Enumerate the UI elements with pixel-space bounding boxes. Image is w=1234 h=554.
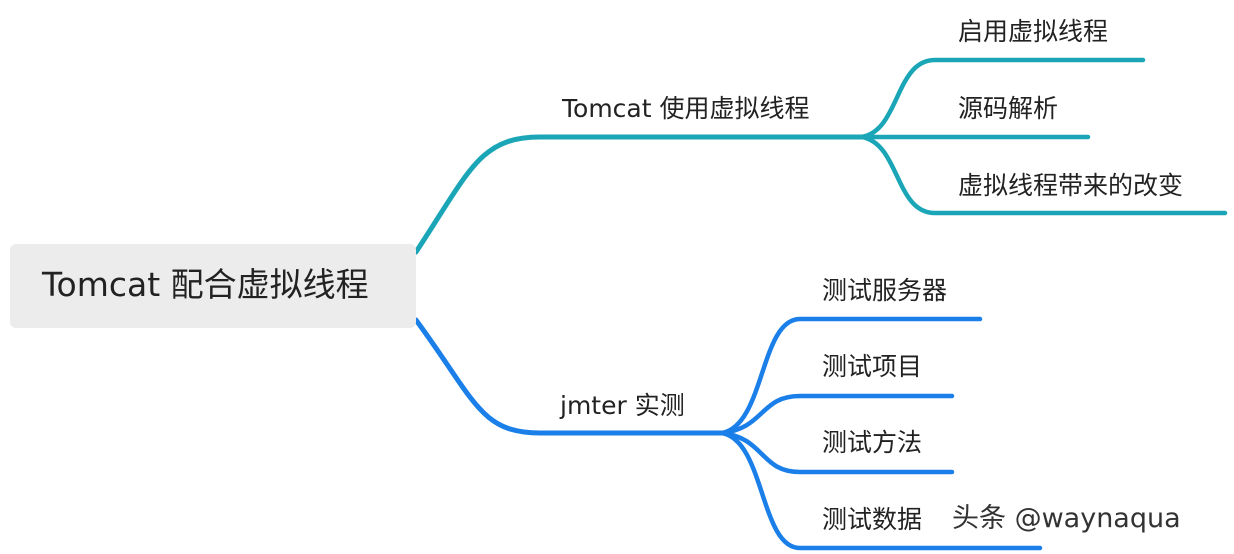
leaf-node[interactable]: 源码解析 xyxy=(958,94,1059,123)
leaf-node[interactable]: 启用虚拟线程 xyxy=(958,17,1109,46)
connector-jmter-to-leaf-4 xyxy=(719,430,1043,551)
leaf-node[interactable]: 虚拟线程带来的改变 xyxy=(958,171,1184,200)
connector-tomcat-to-leaf-3 xyxy=(859,134,1228,216)
root-node[interactable] xyxy=(10,244,416,328)
connector-jmter-to-leaf-1 xyxy=(719,316,983,436)
leaf-node[interactable]: 测试数据 xyxy=(822,505,923,534)
leaf-node[interactable]: 测试方法 xyxy=(822,428,923,457)
branch-node-jmter[interactable]: jmter 实测 xyxy=(560,391,685,420)
connector-jmter-to-leaf-2 xyxy=(719,393,955,436)
connector-jmter-to-leaf-3 xyxy=(719,430,955,475)
leaf-node[interactable]: 测试服务器 xyxy=(822,276,948,305)
connector-root-to-branch-tomcat xyxy=(413,134,869,255)
leaf-node[interactable]: 测试项目 xyxy=(822,352,923,381)
connector-tomcat-to-leaf-1 xyxy=(859,57,1146,140)
root-node-label: Tomcat 配合虚拟线程 xyxy=(42,265,369,304)
branch-node-tomcat[interactable]: Tomcat 使用虚拟线程 xyxy=(562,94,810,123)
watermark: 头条 @waynaqua xyxy=(952,503,1181,534)
connector-root-to-branch-jmter xyxy=(413,317,729,436)
